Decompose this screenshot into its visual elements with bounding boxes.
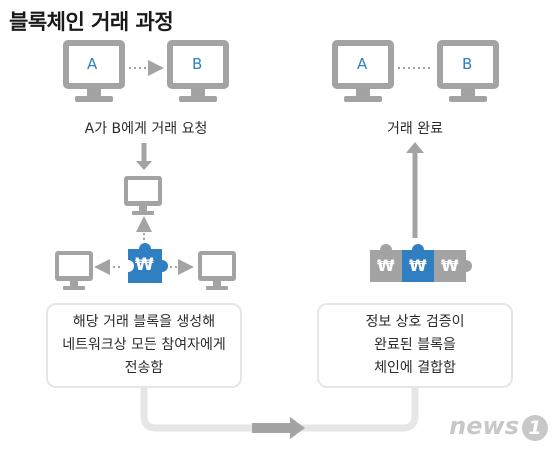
page-title: 블록체인 거래 과정: [9, 10, 174, 34]
right-box-line-2: 완료된 블록을: [374, 337, 456, 353]
computer-b-left-icon: [167, 40, 229, 102]
left-box-line-2: 네트워크상 모든 참여자에게: [62, 337, 226, 353]
small-computer-top-icon: [124, 176, 162, 215]
puzzle-won-symbol: ₩: [135, 255, 154, 275]
left-box-line-1: 해당 거래 블록을 생성해: [72, 314, 216, 330]
computer-a-left-icon: [63, 40, 125, 102]
puzzle-piece-blue-icon: [122, 243, 168, 283]
puzzle-chain-icon: [370, 244, 472, 282]
puzzle-won-symbol-1: ₩: [377, 256, 395, 275]
right-box-line-1: 정보 상호 검증이: [365, 314, 465, 330]
computer-b-left-label: B: [192, 55, 203, 73]
logo-mark: 1: [522, 415, 548, 441]
right-description-box: 정보 상호 검증이 완료된 블록을 체인에 결합함: [317, 303, 513, 388]
left-box-line-3: 전송함: [124, 360, 164, 376]
right-caption: 거래 완료: [387, 121, 443, 137]
computer-a-right-label: A: [357, 55, 368, 73]
computer-a-left-label: A: [87, 55, 98, 73]
left-description-box: 해당 거래 블록을 생성해 네트워크상 모든 참여자에게 전송함: [46, 303, 242, 388]
right-box-line-3: 체인에 결합함: [374, 360, 456, 376]
computer-b-right-icon: [437, 40, 499, 102]
computer-b-right-label: B: [462, 55, 473, 73]
small-computer-left-icon: [55, 251, 93, 290]
puzzle-won-symbol-2: ₩: [409, 256, 427, 275]
puzzle-won-symbol-3: ₩: [441, 256, 459, 275]
logo-text: news: [449, 412, 519, 440]
bottom-connector: [140, 386, 419, 432]
small-computer-right-icon: [198, 251, 236, 290]
left-caption: A가 B에게 거래 요청: [84, 121, 208, 137]
computer-a-right-icon: [332, 40, 394, 102]
